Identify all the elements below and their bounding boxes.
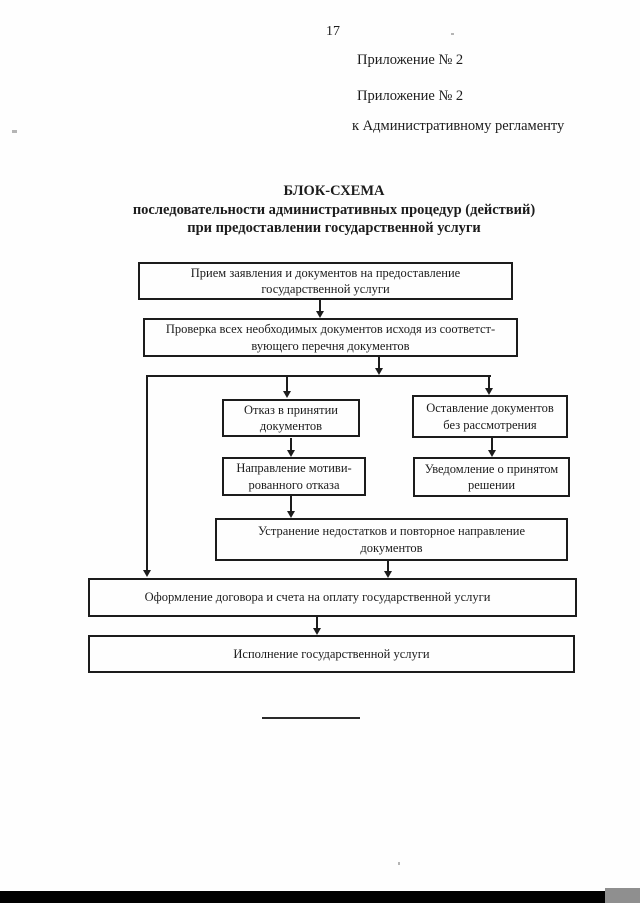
flow-box-ustranenie: Устранение недостатков и повторное напра… — [215, 518, 568, 561]
arrowhead-down-icon — [384, 571, 392, 578]
flow-box-line: государственной услуги — [261, 282, 390, 296]
flow-box-line: Направление мотиви- — [236, 461, 352, 475]
flow-box-oformlenie: Оформление договора и счета на оплату го… — [88, 578, 577, 617]
connector-branch-horizontal — [146, 375, 491, 377]
connector-ustranenie-oformlenie — [387, 561, 389, 571]
connector-napravlenie-ustranenie — [290, 496, 292, 511]
arrowhead-down-icon — [143, 570, 151, 577]
flow-box-line: документов — [259, 419, 323, 433]
connector-branch-ostavlenie — [488, 376, 490, 388]
flow-box-line: без рассмотрения — [443, 417, 537, 432]
flow-box-line: Устранение недостатков и повторное напра… — [257, 524, 526, 538]
header-line-1: Приложение № 2 — [357, 52, 464, 68]
arrowhead-down-icon — [375, 368, 383, 375]
flow-box-ostavlenie: Оставление документов без рассмотрения — [412, 395, 568, 438]
flow-box-line: Оформление договора и счета на оплату го… — [144, 590, 491, 605]
connector-proverka-branch — [378, 357, 380, 369]
flow-box-line: Отказ в принятии — [244, 402, 338, 417]
document-title: БЛОК-СХЕМА последовательности администра… — [64, 182, 604, 238]
flow-box-line: Оставление документов — [426, 401, 554, 415]
header-line-3: к Административному регламенту — [352, 118, 565, 134]
flow-box-line: Проверка всех необходимых документов исх… — [165, 322, 496, 336]
flow-box-line: Исполнение государственной услуги — [233, 646, 430, 661]
arrowhead-down-icon — [485, 388, 493, 395]
scan-speck — [451, 33, 454, 35]
title-line-3: при предоставлении государственной услуг… — [187, 220, 481, 236]
flow-box-otkaz: Отказ в принятии документов — [222, 399, 360, 437]
arrowhead-down-icon — [488, 450, 496, 457]
connector-ostavlenie-uvedomlenie — [491, 438, 493, 451]
flow-box-priem: Прием заявления и документов на предоста… — [138, 262, 513, 300]
flow-box-line: документов — [360, 540, 423, 555]
arrowhead-down-icon — [287, 511, 295, 518]
flow-box-line: Прием заявления и документов на предоста… — [190, 265, 461, 280]
scan-speck — [12, 130, 17, 133]
arrowhead-down-icon — [316, 311, 324, 318]
scan-speck — [398, 862, 400, 865]
scan-artifact-bar — [0, 891, 640, 903]
connector-priem-proverka — [319, 300, 321, 311]
title-line-2: последовательности административных проц… — [132, 201, 536, 218]
flow-box-line: рованного отказа — [248, 477, 340, 492]
flow-box-line: решении — [467, 478, 516, 492]
header-line-2: Приложение № 2 — [357, 88, 464, 104]
arrowhead-down-icon — [313, 628, 321, 635]
flow-box-line: вующего перечня документов — [251, 338, 410, 353]
connector-oformlenie-ispolnenie — [316, 617, 318, 628]
flow-box-napravlenie: Направление мотиви- рованного отказа — [222, 457, 366, 496]
separator-line — [262, 717, 360, 719]
flow-box-line: Уведомление о принятом — [424, 461, 559, 476]
connector-left-branch — [146, 376, 148, 571]
connector-branch-otkaz — [286, 376, 288, 391]
title-line-1: БЛОК-СХЕМА — [283, 183, 385, 199]
page-number: 17 — [326, 24, 340, 39]
arrowhead-down-icon — [283, 391, 291, 398]
connector-otkaz-napravlenie — [290, 438, 292, 451]
arrowhead-down-icon — [287, 450, 295, 457]
flow-box-ispolnenie: Исполнение государственной услуги — [88, 635, 575, 673]
flow-box-uvedomlenie: Уведомление о принятом решении — [413, 457, 570, 497]
scan-artifact-corner — [605, 888, 640, 903]
flow-box-proverka: Проверка всех необходимых документов исх… — [143, 318, 518, 357]
